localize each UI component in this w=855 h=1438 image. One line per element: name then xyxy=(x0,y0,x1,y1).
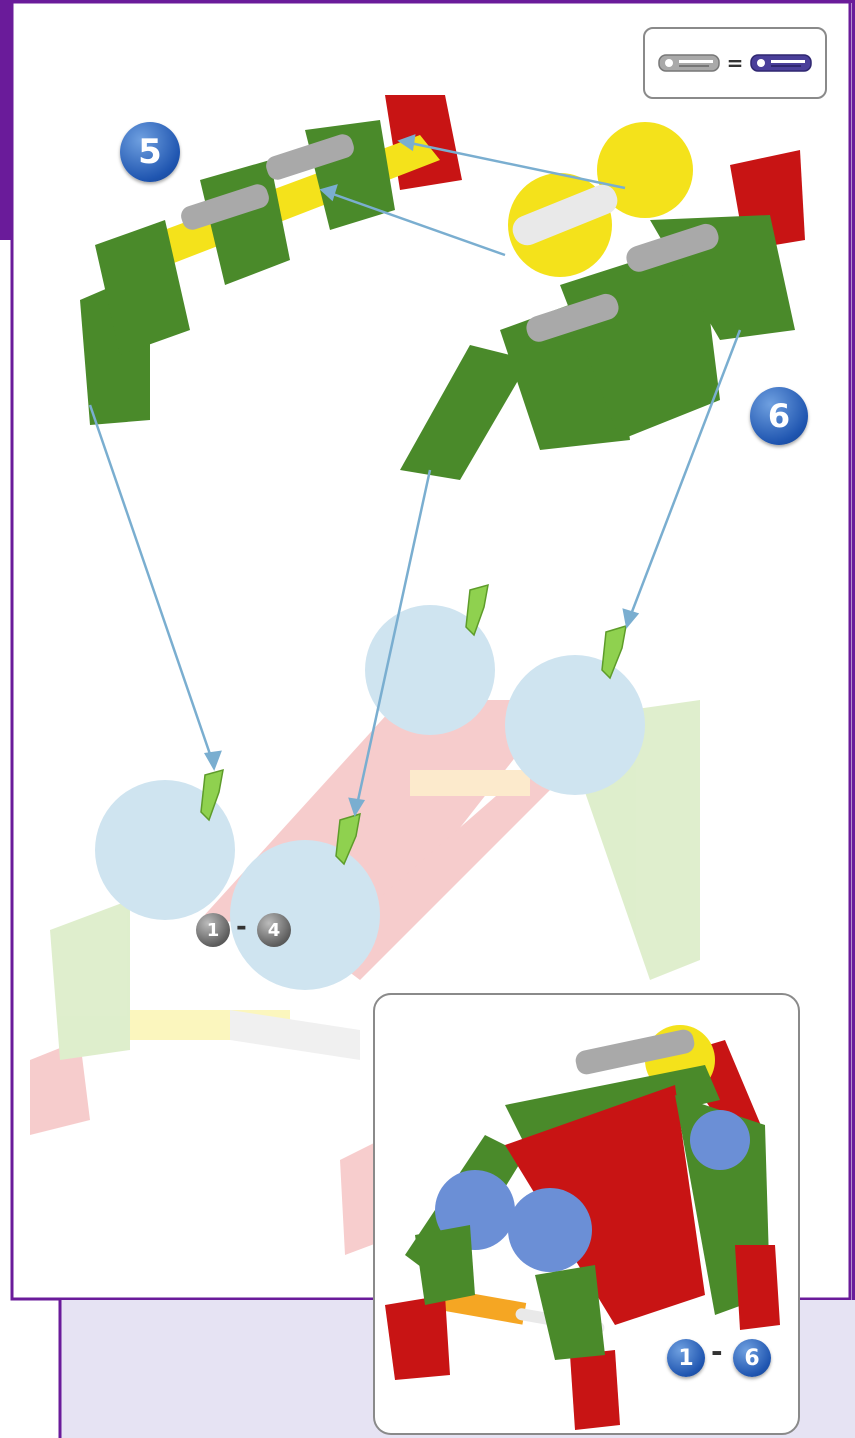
part-substitution-legend: = xyxy=(643,27,827,99)
step-6-badge: 6 xyxy=(750,387,808,445)
gray-connector-icon xyxy=(657,51,721,75)
step-5-badge: 5 xyxy=(120,122,180,182)
legend-equals: = xyxy=(727,51,744,75)
top-left-purple-panel xyxy=(0,0,12,240)
step-6-number: 6 xyxy=(768,397,790,435)
range-separator: - xyxy=(236,912,247,942)
purple-connector-icon xyxy=(749,51,813,75)
range-end-badge: 4 xyxy=(257,913,291,947)
step-5-number: 5 xyxy=(138,132,162,172)
completed-model-inset: 1 - 6 xyxy=(373,993,800,1435)
range-start-badge: 1 xyxy=(196,913,230,947)
inset-range-separator: - xyxy=(711,1335,723,1368)
inset-range-start-badge: 1 xyxy=(667,1339,705,1377)
inset-range-end-badge: 6 xyxy=(733,1339,771,1377)
